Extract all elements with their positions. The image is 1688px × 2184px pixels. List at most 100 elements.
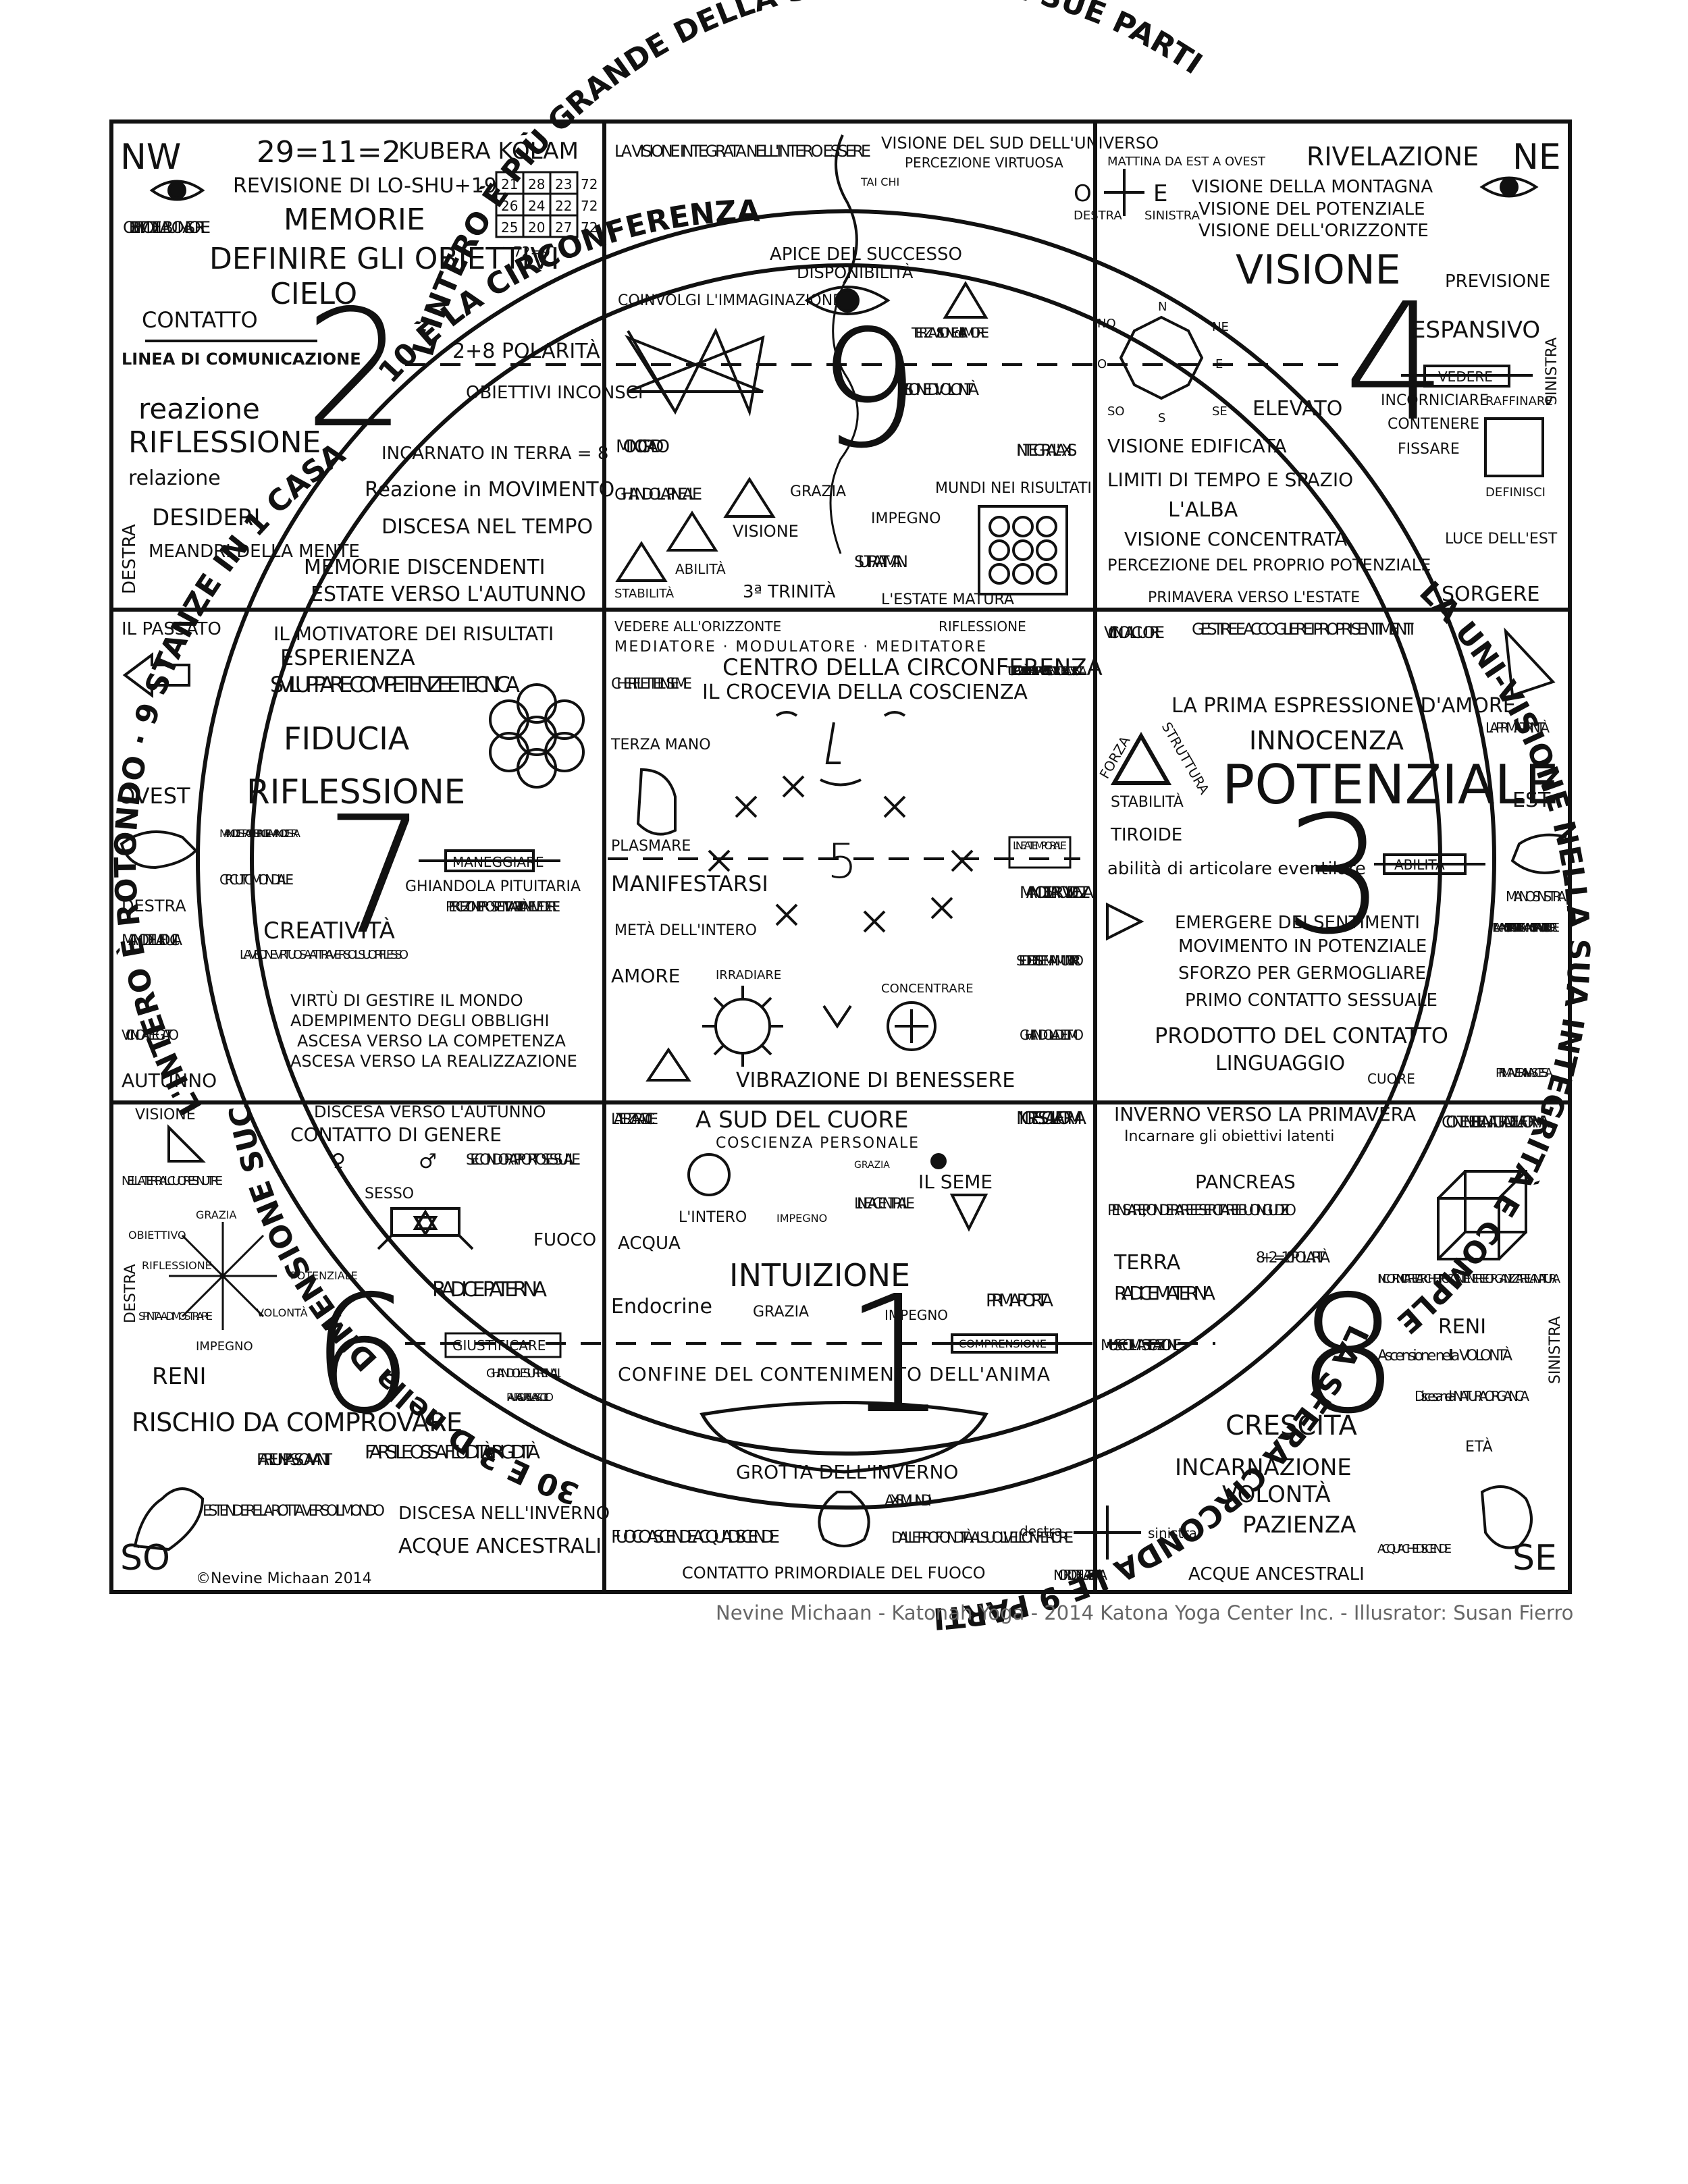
se-polarita: 8+2=10 POLARITÀ <box>1256 1249 1330 1267</box>
c-che-riflette: CHE RIFLETTE L'INSIEME <box>611 676 692 693</box>
n-percezione: PERCEZIONE VIRTUOSA <box>905 155 1063 171</box>
kolam-cell: 72 <box>581 219 598 236</box>
kolam-grid-values: 21 28 23 72 26 24 22 72 25 20 27 72 72=9 <box>501 176 598 260</box>
ne-sinistra: SINISTRA <box>1144 209 1201 223</box>
e-abilita: ABILITÀ <box>1394 857 1445 873</box>
sw-sesso: SESSO <box>365 1186 414 1202</box>
w-riflessione: RIFLESSIONE <box>246 772 465 811</box>
nw-kubera: KUBERA KOLAM <box>398 138 579 165</box>
c-irradiare: IRRADIARE <box>716 968 781 982</box>
c-timo: GHIANDOLA DEL TIMO <box>1020 1027 1084 1043</box>
c-sede: SEDE DEL SISTEMA IMMUNITARIO <box>1016 953 1084 969</box>
ne-alba: L'ALBA <box>1168 498 1238 522</box>
se-sinistra: SINISTRA <box>1547 1316 1564 1384</box>
ne-montagna: VISIONE DELLA MONTAGNA <box>1192 177 1433 197</box>
panel-w: IL PASSATO IL MOTIVATORE DEI RISULTATI E… <box>118 619 585 1092</box>
compass-label: NO <box>1097 317 1116 331</box>
e-gestire: GESTIRE E ACCOGLIERE I PROPRI SENTIMENTI <box>1192 620 1415 639</box>
panel-s: LA TERZA RADICE A SUD DEL CUORE COSCIENZ… <box>611 1107 1107 1583</box>
ne-compass-labels: NO N NE O E SO S SE <box>1097 300 1229 425</box>
number-8: 8 <box>1296 1260 1400 1449</box>
square-icon <box>1484 417 1544 477</box>
s-intero: L'INTERO <box>679 1209 747 1226</box>
e-linguaggio: LINGUAGGIO <box>1215 1052 1345 1075</box>
footprint-icon <box>1480 1485 1533 1549</box>
sw-discesa: DISCESA VERSO L'AUTUNNO <box>314 1102 546 1121</box>
directions-star-icon <box>169 1222 277 1330</box>
compass-label: E <box>1215 357 1223 371</box>
n-visione-sud: VISIONE DEL SUD DELL'UNIVERSO <box>881 134 1159 153</box>
ne-vedere: VEDERE <box>1438 369 1493 385</box>
cube-icon <box>1437 1170 1527 1260</box>
s-fuoco: FUOCO ASCENDE ACQUA DISCENDE <box>611 1527 780 1547</box>
sw-potenziale: POTENZIALE <box>290 1269 358 1282</box>
s-impegno-2: IMPEGNO <box>885 1307 948 1323</box>
kolam-cell: 23 <box>555 176 572 192</box>
w-motivatore: IL MOTIVATORE DEI RISULTATI <box>273 622 554 645</box>
triangle-icon <box>943 281 988 319</box>
kubera-kolam-grid <box>495 171 579 238</box>
s-endocrine: Endocrine <box>611 1295 712 1319</box>
c-terza-mano: TERZA MANO <box>610 737 711 753</box>
e-mano-sinistra-2: LA MANO SINISTRA CHE TIENE LA MANO SINIS… <box>1492 921 1560 935</box>
e-abilita-articolare: abilità di articolare eventilare <box>1107 859 1366 879</box>
se-terra: TERRA <box>1113 1251 1181 1275</box>
sw-contatto: CONTATTO DI GENERE <box>290 1123 502 1146</box>
triangle-icon <box>666 510 718 552</box>
ne-destra: DESTRA <box>1074 209 1122 223</box>
panel-sw: VISIONE DISCESA VERSO L'AUTUNNO CONTATTO… <box>122 1102 610 1587</box>
se-destra: destra <box>1020 1523 1063 1539</box>
magic-square-numbers: 9 4 2 5 3 7 6 8 1 <box>304 268 1447 1449</box>
sw-riflessione: RIFLESSIONE <box>142 1259 212 1272</box>
se-pensare: PENSARE, PONDERARE E ESERCITARE IL BUON … <box>1107 1202 1296 1219</box>
giustificare-box <box>444 1332 562 1358</box>
nw-estate: ESTATE VERSO L'AUTUNNO <box>311 583 586 606</box>
ne-primavera: PRIMAVERA VERSO L'ESTATE <box>1148 589 1360 606</box>
s-prima: PRIMA PORTA <box>986 1291 1053 1311</box>
left-hand-icon <box>1510 833 1567 874</box>
sw-fuoco: FUOCO <box>533 1230 596 1250</box>
n-trinita: 3ª TRINITÀ <box>743 581 836 602</box>
ne-raffinare: RAFFINARE <box>1485 394 1553 408</box>
e-primavera: PRIMAVERA IN ASCESA <box>1496 1066 1554 1080</box>
se-pancreas: PANCREAS <box>1195 1171 1296 1193</box>
kolam-cell: 20 <box>528 219 545 236</box>
se-ascensione: Ascensione nella VOLONTÀ <box>1377 1347 1512 1364</box>
sw-grazia: GRAZIA <box>196 1208 236 1221</box>
c-amore: AMORE <box>611 965 681 987</box>
n-abilita: ABILITÀ <box>675 561 726 577</box>
sw-rischio: RISCHIO DA COMPROVARE <box>132 1408 463 1437</box>
se-archetipo: INCORNICIARE L'ARCHETIPO CONTENERE E ORG… <box>1377 1272 1561 1286</box>
se-radice: RADICE MATERNA <box>1114 1282 1215 1304</box>
ne-contenere: CONTENERE <box>1388 416 1479 433</box>
corner-nw: NW <box>120 137 181 178</box>
linea-temporale-box <box>1008 836 1072 869</box>
c-mano: MANO DELLA PROVVIDENZA <box>1020 883 1094 902</box>
e-prodotto: PRODOTTO DEL CONTATTO <box>1155 1023 1448 1048</box>
c-mediatore: MEDIATORE · MODULATORE · MEDITATORE <box>614 639 986 656</box>
circle-grid-icon <box>978 505 1068 595</box>
e-emergere: EMERGERE DEI SENTIMENTI <box>1175 913 1420 933</box>
kolam-sum: 72=9 <box>513 244 550 260</box>
s-impegno: IMPEGNO <box>776 1212 827 1225</box>
e-innocenza: INNOCENZA <box>1249 726 1404 755</box>
nw-cielo: CIELO <box>270 277 357 311</box>
s-axis: AXIS MUNDI <box>885 1493 932 1510</box>
c-manifestarsi: MANIFESTARSI <box>611 871 768 897</box>
sw-ossa: FARSI LE OSSA FLUIDITÀ/RIGIDITÀ <box>365 1440 540 1463</box>
number-2: 2 <box>304 275 407 464</box>
right-hand-icon <box>120 830 198 870</box>
e-mano-sinistra: MANO SINISTRA <box>1506 888 1566 905</box>
se-crescita: CRESCITA <box>1225 1410 1357 1441</box>
c-centro: CENTRO DELLA CIRCONFERENZA <box>722 654 1103 681</box>
eye-icon <box>149 180 205 201</box>
sw-spinta: SPINTA A DIMOSTRARE <box>138 1310 213 1323</box>
triangle-icon <box>723 477 776 518</box>
number-4: 4 <box>1344 268 1447 457</box>
c-meta: METÀ DELL'INTERO <box>614 922 757 939</box>
w-destra: DESTRA <box>122 897 186 915</box>
corner-se: SE <box>1512 1538 1557 1578</box>
triangle-icon <box>167 1124 206 1163</box>
sw-estendere: ESTENDERE LA ROTTA VERSO IL MONDO <box>203 1503 385 1520</box>
w-fiducia: FIDUCIA <box>284 720 410 757</box>
